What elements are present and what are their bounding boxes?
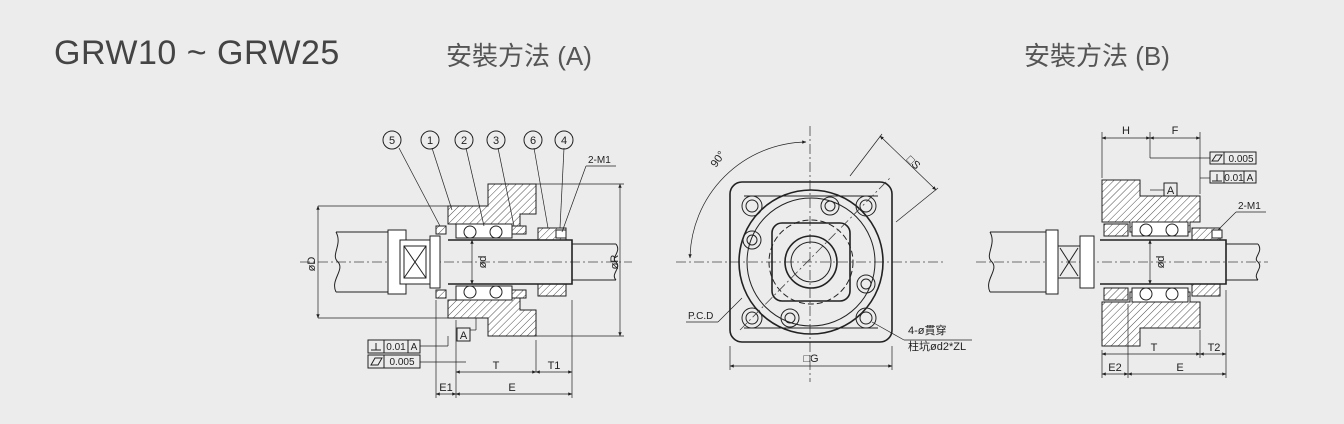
front-view <box>676 126 972 382</box>
view-b-dim-e: E <box>1176 362 1183 374</box>
view-a-datum-box: A <box>456 327 471 342</box>
view-b-dim-f: F <box>1172 125 1179 137</box>
front-square-s: □S <box>904 154 922 172</box>
view-a-tol-flat: 0.005 <box>389 357 414 368</box>
callout-2: 2 <box>461 135 467 147</box>
series-title: GRW10 ~ GRW25 <box>54 34 340 72</box>
front-holes-line2: 柱坑ød2*ZL <box>908 339 966 353</box>
front-angle-label: 90° <box>709 149 728 170</box>
view-b-dim-t2: T2 <box>1208 342 1221 354</box>
view-b-tol-perp-ref: A <box>1247 173 1254 184</box>
view-b-tolerance-frames: 0.005 0.01 A <box>1209 151 1257 184</box>
view-a-dim-e1: E1 <box>439 382 452 394</box>
view-b-tol-perp: 0.01 <box>1224 173 1244 184</box>
callout-4: 4 <box>561 135 567 147</box>
view-a-dim-e: E <box>508 382 515 394</box>
callout-6: 6 <box>530 135 536 147</box>
front-square-g: □G <box>803 353 818 365</box>
view-b-thread-label: 2-M1 <box>1238 201 1261 212</box>
view-b-tol-flat: 0.005 <box>1228 154 1253 165</box>
view-b-dim-d: ød <box>1155 256 1167 269</box>
view-a-dim-t1: T1 <box>548 360 561 372</box>
view-a-dim-r: øR <box>609 255 621 270</box>
front-pcd-label: P.C.D <box>688 311 713 322</box>
view-b-section <box>976 132 1268 378</box>
svg-text:A: A <box>460 330 468 342</box>
view-a-dim-d: ød <box>477 256 489 269</box>
front-holes-line1: 4-ø貫穿 <box>908 323 947 337</box>
callout-1: 1 <box>427 135 433 147</box>
view-b-dim-t: T <box>1151 342 1158 354</box>
method-a-title: 安裝方法 (A) <box>446 41 592 71</box>
method-b-title: 安裝方法 (B) <box>1024 41 1170 71</box>
view-a-dim-t: T <box>493 360 500 372</box>
view-b-dim-e2: E2 <box>1108 362 1121 374</box>
callout-3: 3 <box>493 135 499 147</box>
view-a-thread-label: 2-M1 <box>588 155 611 166</box>
view-a-dim-od: øD <box>306 257 318 272</box>
svg-text:A: A <box>1167 185 1175 197</box>
view-a-tol-perp-ref: A <box>411 342 418 353</box>
view-b-dim-h: H <box>1122 125 1130 137</box>
view-a-section <box>300 147 632 398</box>
view-a-tol-perp: 0.01 <box>386 342 406 353</box>
callout-5: 5 <box>389 135 395 147</box>
callout-balloons: 5 1 2 3 6 4 <box>382 130 574 150</box>
view-b-datum-box: A <box>1163 182 1178 197</box>
view-a-tolerance-frames: 0.01 A 0.005 <box>367 336 466 369</box>
